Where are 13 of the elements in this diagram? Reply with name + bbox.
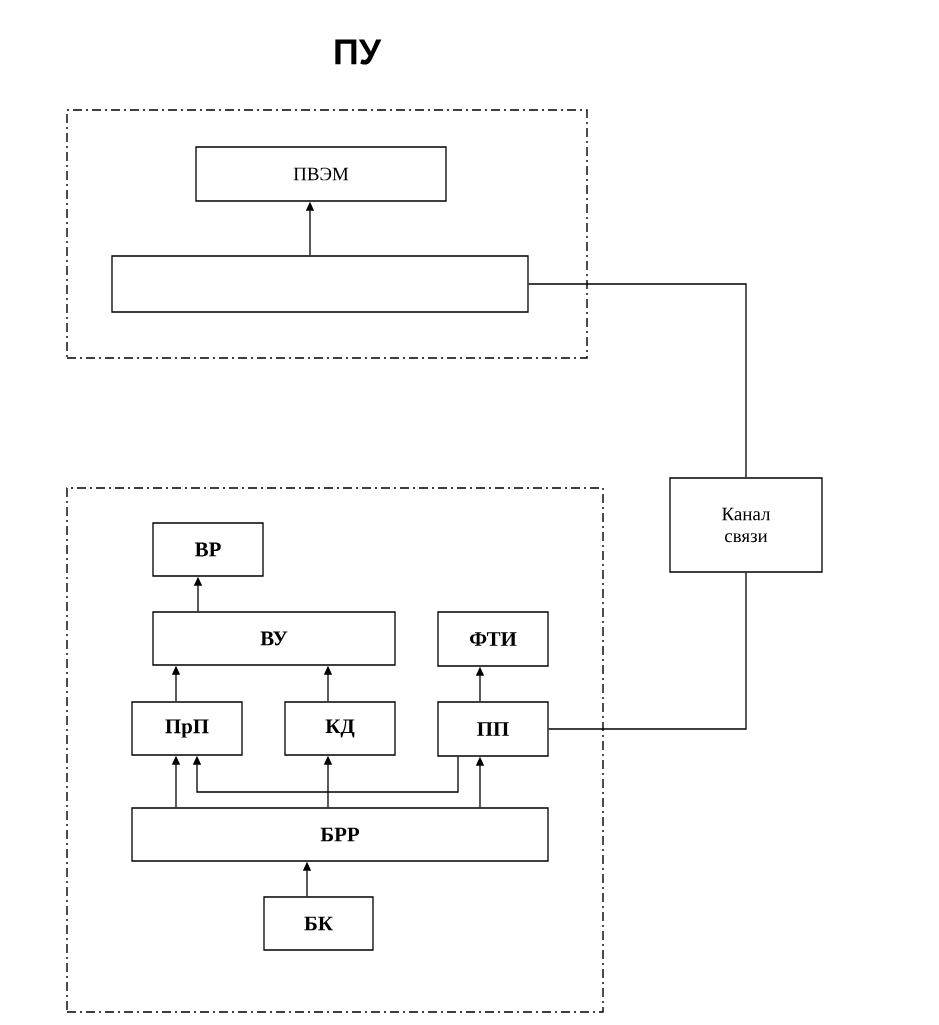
block-box: ПрП — [131, 701, 243, 756]
block-box: БРР — [131, 807, 549, 862]
node-label: ПУ — [335, 39, 382, 65]
block-box: БК — [263, 896, 374, 951]
block-box: ПВЭМ — [195, 146, 447, 202]
block-box: ПП — [437, 701, 549, 757]
block-box: КД — [284, 701, 396, 756]
block-box — [111, 255, 529, 313]
block-box: ВР — [152, 522, 264, 577]
block-box: Канал связи — [669, 477, 823, 573]
group-frame — [66, 487, 604, 1013]
block-box: ВУ — [152, 611, 396, 666]
block-box: ФТИ — [437, 611, 549, 667]
